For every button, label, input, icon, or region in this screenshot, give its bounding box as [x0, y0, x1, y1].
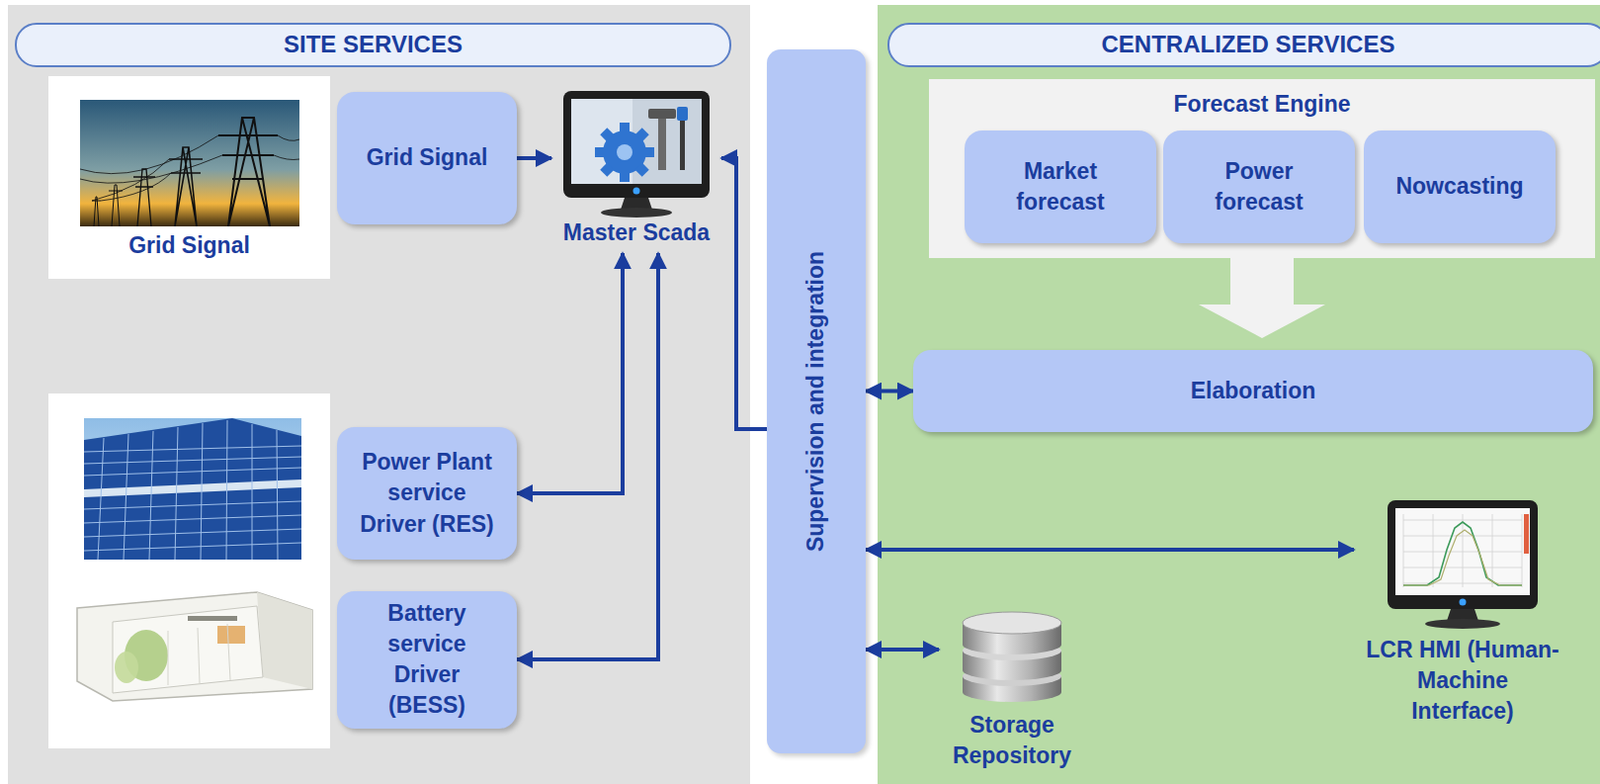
section-title: CENTRALIZED SERVICES [1101, 28, 1396, 61]
hmi-monitor-icon [1387, 500, 1538, 629]
forecast-box: Market forecast [964, 130, 1157, 244]
grid-photo-box: Grid Signal [48, 76, 331, 279]
site-region: SITE SERVICES Grid SignalGrid Signal [7, 4, 751, 784]
node-label: Battery service Driver (BESS) [357, 597, 497, 721]
driver-box: Power Plant service Driver (RES) [336, 426, 517, 560]
forecast-box: Nowcasting [1363, 130, 1556, 244]
node-label: Master Scada [551, 217, 722, 249]
header-pill: SITE SERVICES [14, 22, 732, 68]
node-label: Elaboration [1190, 375, 1317, 407]
node-label: Forecast Engine [928, 79, 1596, 120]
scada-monitor-icon [563, 90, 710, 218]
node-label: Supervision and integration [800, 251, 832, 552]
hmi-node: LCR HMI (Human-Machine Interface) [1353, 500, 1572, 732]
section-title: SITE SERVICES [283, 28, 463, 61]
node-label: Grid Signal [56, 230, 324, 261]
forecast-box: Power forecast [1163, 130, 1355, 244]
database-icon [956, 604, 1068, 704]
storage-node: Storage Repository [938, 602, 1086, 777]
node-label: Power Plant service Driver (RES) [357, 446, 497, 539]
scada-node: Master Scada [551, 90, 722, 253]
driver-box: Battery service Driver (BESS) [336, 590, 517, 729]
node-label: Grid Signal [366, 142, 489, 173]
forecast-engine-box: Forecast EngineMarket forecast Power fore… [928, 79, 1596, 258]
process-box: Grid Signal [336, 91, 517, 225]
node-label: LCR HMI (Human-Machine Interface) [1363, 634, 1562, 727]
node-label: Market forecast [991, 156, 1130, 218]
elaboration-box: Elaboration [913, 349, 1594, 432]
central-region: CENTRALIZED SERVICES Forecast EngineMarke… [877, 4, 1600, 784]
node-label: Storage Repository [942, 709, 1082, 771]
supervision-bar: Supervision and integration [766, 49, 866, 754]
node-label: Power forecast [1189, 156, 1329, 218]
power-line-photo [80, 99, 300, 227]
header-pill: CENTRALIZED SERVICES [887, 22, 1600, 68]
node-label: Nowcasting [1395, 170, 1523, 202]
